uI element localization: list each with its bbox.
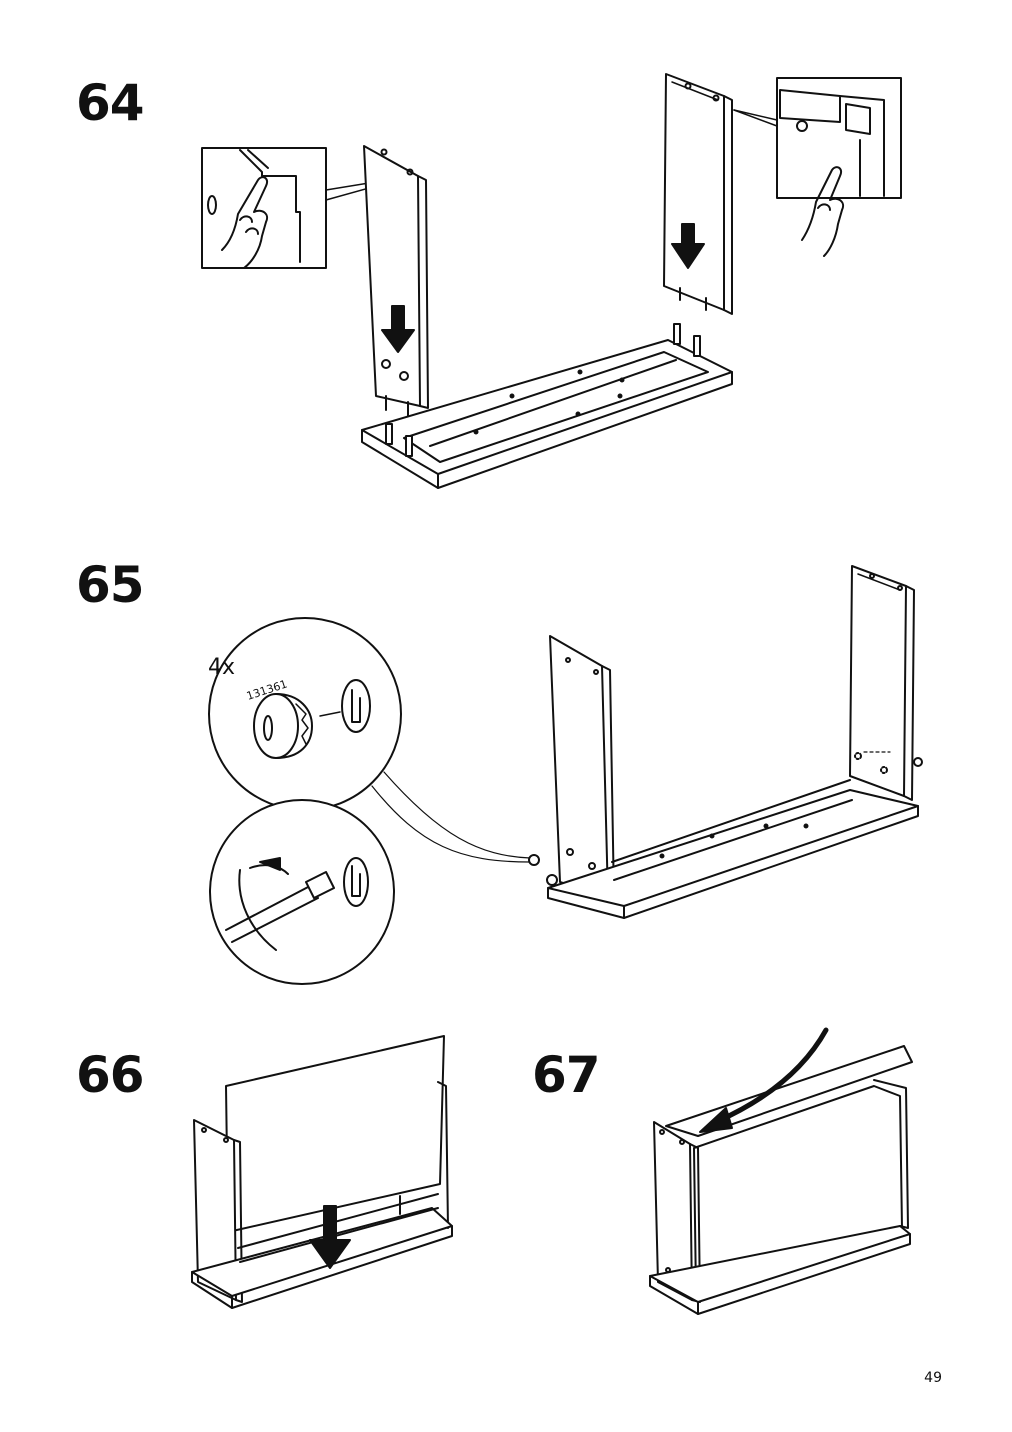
down-arrow-icon [309,1205,351,1269]
down-arrow-icon [671,223,705,269]
detail-callout-right [733,77,902,257]
cam-lock-icon [528,854,558,886]
step-number-65: 65 [76,556,145,614]
page-number: 49 [924,1370,942,1386]
wooden-dowel-icon [385,323,701,457]
screwdriver-icon [225,871,335,943]
side-panel-left [363,145,429,417]
side-panel-left [528,635,615,901]
curved-arrow-icon [699,1027,829,1133]
quantity-label: 4x [208,655,235,680]
step-number-64: 64 [76,74,145,132]
pointing-hand-icon [221,176,268,269]
base-plinth [547,779,919,919]
step-number-67: 67 [532,1046,601,1104]
cam-lock-icon [253,693,313,759]
cam-lock-detail-circle: 4x 131361 [208,617,402,811]
screwdriver-detail-circle [209,799,395,985]
side-panel-right [663,73,733,315]
side-panel-right [849,565,923,801]
base-plinth [361,323,733,489]
pointing-hand-icon [801,166,844,257]
detail-callout-left [201,147,413,269]
down-arrow-icon [381,305,415,353]
step-number-66: 66 [76,1046,145,1104]
